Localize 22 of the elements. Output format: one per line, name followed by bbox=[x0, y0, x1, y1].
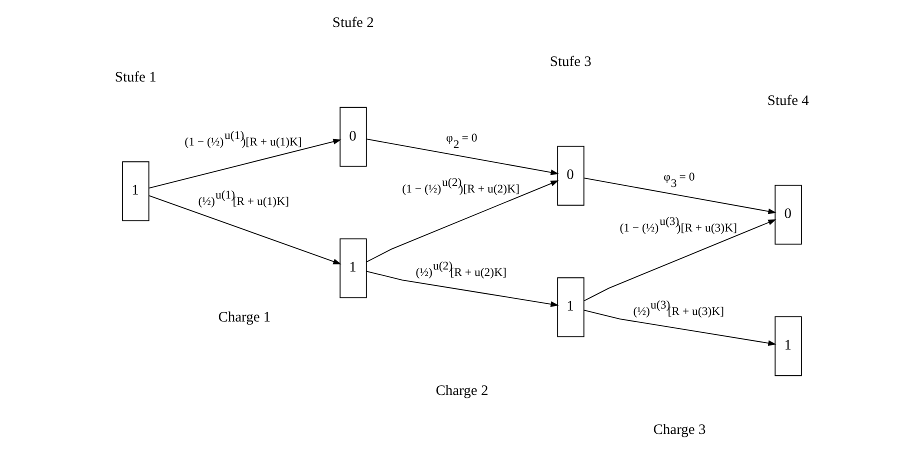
label: Charge 3 bbox=[653, 422, 706, 438]
arrow bbox=[584, 219, 776, 302]
node-box: 1 bbox=[122, 161, 150, 222]
arrow bbox=[366, 180, 559, 262]
label: Stufe 1 bbox=[114, 69, 156, 86]
node-box: 1 bbox=[340, 238, 367, 298]
node-box: 0 bbox=[340, 106, 367, 167]
label: Stufe 3 bbox=[550, 54, 592, 70]
arrow bbox=[148, 138, 342, 188]
label: Stufe 2 bbox=[332, 14, 374, 31]
arrow bbox=[366, 138, 559, 176]
label: Stufe 4 bbox=[767, 92, 809, 109]
arrow bbox=[366, 270, 559, 307]
label: Charge 2 bbox=[436, 382, 488, 399]
node-box: 0 bbox=[774, 184, 802, 245]
label: Charge 1 bbox=[218, 310, 271, 326]
arrow bbox=[148, 195, 342, 264]
node-box: 1 bbox=[774, 316, 802, 376]
arrow bbox=[584, 178, 776, 214]
node-box: 0 bbox=[557, 146, 584, 206]
node-box: 1 bbox=[557, 277, 584, 338]
arrow bbox=[584, 310, 776, 346]
